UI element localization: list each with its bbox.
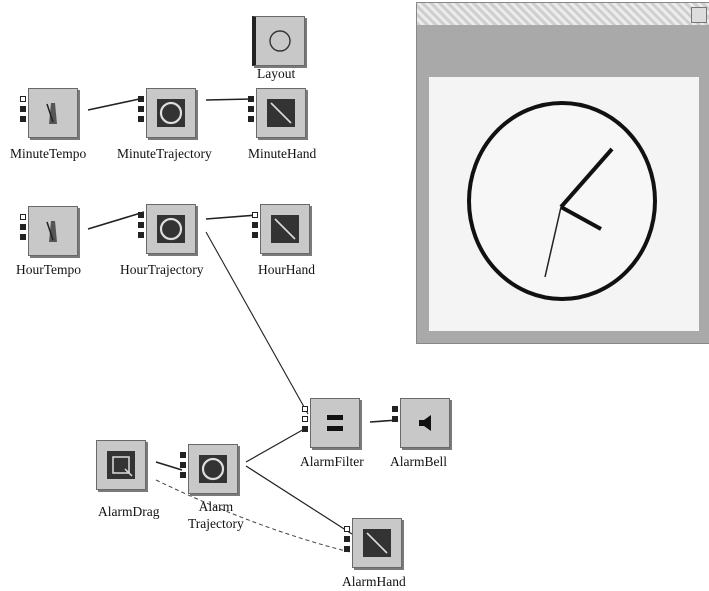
- node-label-minutehand: MinuteHand: [248, 146, 317, 161]
- node-label-alarmtrajectory: Alarm Trajectory: [188, 499, 244, 531]
- diagonal-line-icon: [271, 215, 299, 243]
- diagonal-line-icon: [267, 99, 295, 127]
- clock-alarm-hand: [544, 206, 562, 278]
- ports: [138, 212, 146, 242]
- ports: [344, 526, 352, 556]
- drag-square-icon: [107, 451, 135, 479]
- wire-hourtrajectory-hourhand: [205, 214, 259, 220]
- wire-alarmtrajectory-alarmhand: [245, 465, 353, 535]
- ports: [20, 214, 28, 244]
- ports: [138, 96, 146, 126]
- node-alarmbell[interactable]: [392, 398, 456, 454]
- metronome-icon: [46, 103, 57, 124]
- node-label-minutetempo: MinuteTempo: [10, 146, 87, 161]
- node-hourhand[interactable]: [252, 204, 316, 260]
- clock-hour-hand: [560, 205, 602, 231]
- ports: [180, 452, 188, 482]
- wire-hourtempo-hourtrajectory: [87, 211, 145, 230]
- clock-minute-hand: [559, 147, 614, 209]
- wire-alarmdrag-alarmtrajectory: [155, 461, 183, 471]
- ring-icon: [157, 215, 185, 243]
- circle-outline-icon: [269, 30, 291, 52]
- node-alarmdrag[interactable]: [88, 440, 152, 496]
- node-minutetrajectory[interactable]: [138, 88, 202, 144]
- ring-icon: [199, 455, 227, 483]
- ports: [20, 96, 28, 126]
- ports: [252, 212, 260, 242]
- wire-minutetempo-minutetrajectory: [87, 97, 145, 111]
- node-label-hourtempo: HourTempo: [16, 262, 82, 277]
- node-minutetempo[interactable]: [20, 88, 84, 144]
- speaker-icon: [419, 415, 431, 431]
- wire-alarmtrajectory-alarmfilter: [245, 427, 307, 463]
- window-button-icon[interactable]: [691, 7, 707, 23]
- node-label-hourtrajectory: HourTrajectory: [120, 262, 204, 277]
- node-label-alarmfilter: AlarmFilter: [300, 454, 364, 469]
- node-label-alarmbell: AlarmBell: [390, 454, 447, 469]
- equals-bars-icon: [327, 415, 343, 431]
- node-label-hourhand: HourHand: [258, 262, 315, 277]
- clock-window[interactable]: [416, 2, 709, 344]
- node-minutehand[interactable]: [248, 88, 312, 144]
- node-layout[interactable]: [244, 16, 308, 72]
- metronome-icon: [46, 221, 57, 242]
- diagonal-line-icon: [363, 529, 391, 557]
- node-hourtrajectory[interactable]: [138, 204, 202, 260]
- node-alarmtrajectory[interactable]: [180, 444, 244, 500]
- ports: [248, 96, 256, 126]
- node-label-layout: Layout: [257, 66, 296, 81]
- node-alarmfilter[interactable]: [302, 398, 366, 454]
- ports: [392, 406, 400, 426]
- node-alarmhand[interactable]: [344, 518, 408, 574]
- node-label-alarmdrag: AlarmDrag: [98, 504, 160, 519]
- clock-icon: [467, 101, 657, 301]
- node-label-minutetrajectory: MinuteTrajectory: [117, 146, 212, 161]
- clock-canvas: [429, 77, 699, 331]
- ports: [302, 406, 310, 436]
- window-titlebar[interactable]: [417, 3, 709, 25]
- ring-icon: [157, 99, 185, 127]
- wire-minutetrajectory-minutehand: [205, 98, 253, 101]
- node-hourtempo[interactable]: [20, 206, 84, 262]
- node-label-alarmhand: AlarmHand: [342, 574, 406, 589]
